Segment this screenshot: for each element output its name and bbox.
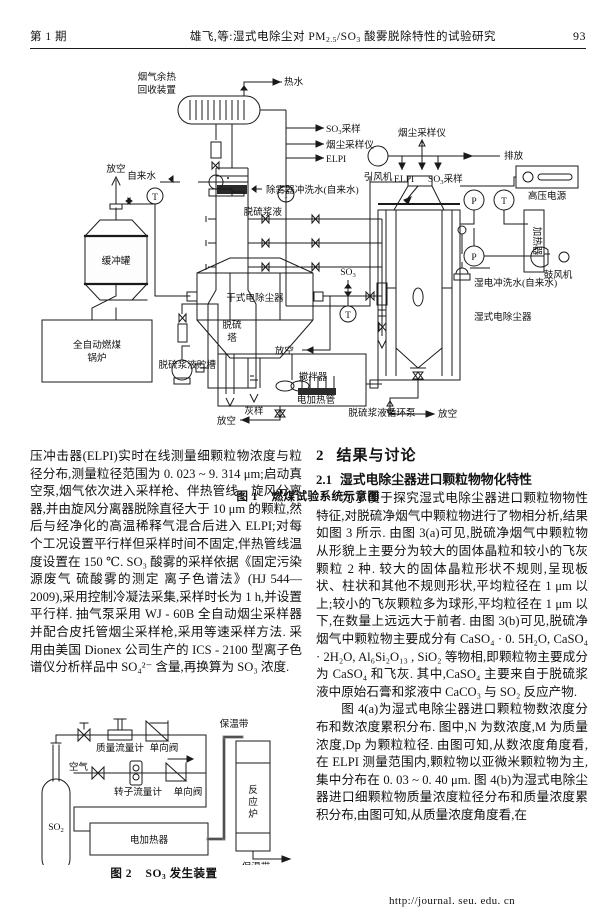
label-heat-recovery-2: 回收装置	[138, 84, 177, 96]
label-boiler-2: 锅炉	[87, 352, 106, 364]
section-title: 结果与讨论	[336, 448, 417, 464]
label-electric-heater: 电加热器	[130, 834, 169, 846]
label-emission: 排放	[504, 150, 524, 162]
label-hot-water: 热水	[284, 76, 304, 88]
right-text-column: 2 结果与讨论 2.1 湿式电除尘器进口颗粒物物化特性 为了便于探究湿式电除尘器进口…	[316, 448, 588, 824]
label-check-valve-1: 单向阀	[150, 742, 179, 754]
label-elpi-left: ELPI	[326, 154, 346, 165]
header-rule	[30, 48, 586, 49]
label-reactor-3: 炉	[248, 808, 258, 820]
title-sub-so3: 3	[356, 34, 361, 44]
label-slurry-tank-1: 脱硫浆液贮槽	[158, 359, 216, 371]
issue-label: 第 1 期	[30, 31, 67, 43]
label-insulation-top: 保温带	[220, 718, 249, 730]
label-induced-fan: 引风机	[364, 171, 393, 183]
label-reactor-1: 反	[248, 785, 258, 796]
label-so3-inject: SO3	[340, 267, 356, 279]
page-number: 93	[573, 29, 586, 43]
label-desulf-tower-2: 塔	[227, 332, 237, 344]
label-slurry-pump: 脱硫浆液循环泵	[348, 407, 416, 419]
figure-2: SO2 空气 质量流量计 单向阀 转子流量计 单向阀 电加热器 反 应 炉 保温…	[28, 715, 300, 890]
left-text-column: 压冲击器(ELPI)实时在线测量细颗粒物浓度与粒径分布,测量粒径范围为 0. 0…	[30, 448, 302, 677]
label-vent-wesp: 放空	[438, 408, 457, 420]
figure-1-diagram: T	[41, 71, 579, 427]
figure-1-caption-text: 燃煤试验系统示意图	[271, 491, 380, 503]
label-dust-sampler-left: 烟尘采样仪	[326, 139, 374, 151]
left-column-paragraph: 压冲击器(ELPI)实时在线测量细颗粒物浓度与粒径分布,测量粒径范围为 0. 0…	[30, 449, 302, 675]
label-demister-wash: 除雾器冲洗水(自来水)	[266, 184, 359, 196]
label-desulf-tower-1: 脱硫	[222, 319, 242, 331]
label-elpi-right: ELPI	[394, 174, 414, 185]
label-air: 空气	[69, 761, 89, 773]
label-heat-recovery-1: 烟气余热	[138, 71, 177, 83]
label-so2-cylinder: SO2	[48, 822, 64, 834]
right-column-paragraph-1: 为了便于探究湿式电除尘器进口颗粒物物性特征,对脱硫净烟气中颗粒物进行了物相分析,…	[316, 491, 588, 699]
label-vent-bottom: 放空	[217, 415, 236, 427]
figure-2-caption: 图 2 SO3 发生装置	[28, 865, 300, 881]
label-wesp-wash: 湿电冲洗水(自来水)	[474, 277, 557, 289]
label-mass-flow-meter: 质量流量计	[96, 742, 144, 754]
label-ash-sample: 灰样	[244, 405, 264, 417]
label-dust-sampler-right: 烟尘采样仪	[398, 127, 446, 139]
section-number: 2	[316, 448, 325, 464]
figure-2-caption-num: 图 2	[110, 868, 133, 880]
subsection-heading: 2.1 湿式电除尘器进口颗粒物物化特性	[316, 472, 588, 490]
label-reactor-2: 应	[248, 796, 258, 808]
label-agitator: 搅拌器	[299, 371, 328, 383]
title-pre: 雄飞,等:湿式电除尘对 PM	[189, 31, 326, 43]
running-head: 第 1 期 雄飞,等:湿式电除尘对 PM2.5/SO3 酸雾脱除特性的试验研究 …	[30, 28, 586, 44]
gauge-T-2: T	[345, 311, 351, 321]
subsection-title: 湿式电除尘器进口颗粒物物化特性	[340, 472, 532, 487]
label-wesp: 湿式电除尘器	[474, 311, 532, 323]
label-tap-water: 自来水	[127, 170, 156, 182]
figure-1: T	[30, 58, 586, 503]
subsection-number: 2.1	[316, 472, 332, 487]
label-blower: 鼓风机	[544, 269, 573, 281]
label-dry-esp: 干式电除尘器	[226, 292, 284, 304]
title-post: 酸雾脱除特性的试验研究	[360, 31, 497, 43]
label-heater: 加热器	[531, 227, 543, 256]
figure-1-caption: 图 1 燃煤试验系统示意图	[30, 488, 586, 504]
label-buffer-tank: 缓冲罐	[102, 255, 131, 267]
label-check-valve-2: 单向阀	[174, 786, 203, 798]
gauge-P-1: P	[471, 197, 476, 207]
figure-2-caption-pre: SO	[145, 868, 162, 880]
title-mid: /SO	[336, 31, 357, 43]
gauge-T-3: T	[283, 191, 289, 201]
label-boiler-1: 全自动燃煤	[73, 339, 121, 351]
article-title-short: 雄飞,等:湿式电除尘对 PM2.5/SO3 酸雾脱除特性的试验研究	[140, 28, 546, 44]
gauge-P-2: P	[471, 253, 476, 263]
label-vent-mid: 放空	[275, 345, 294, 357]
footer-url: http://journal. seu. edu. cn	[388, 895, 516, 907]
section-heading: 2 结果与讨论	[316, 448, 588, 466]
right-column-paragraph-2: 图 4(a)为湿式电除尘器进口颗粒物数浓度分布和数浓度累积分布. 图中,N 为数…	[316, 702, 588, 822]
figure-2-caption-post: 发生装置	[166, 868, 218, 880]
label-rotameter: 转子流量计	[114, 786, 162, 798]
label-hv-supply: 高压电源	[528, 190, 567, 202]
figure-1-caption-num: 图 1	[236, 491, 259, 503]
label-heating-tube: 电加热管	[297, 394, 336, 406]
title-sub-pm: 2.5	[326, 34, 337, 44]
gauge-T-1: T	[152, 193, 158, 203]
label-so3-sampling-right: SO3采样	[428, 173, 463, 186]
label-so3-sampling-left: SO3采样	[326, 123, 361, 136]
figure-2-caption-sub: 3	[161, 871, 167, 881]
figure-2-diagram: SO2 空气 质量流量计 单向阀 转子流量计 单向阀 电加热器 反 应 炉 保温…	[41, 718, 292, 874]
label-desulf-slurry: 脱硫浆液	[244, 206, 283, 218]
gauge-T-4: T	[501, 197, 507, 207]
label-vent-top-left: 放空	[106, 163, 125, 175]
